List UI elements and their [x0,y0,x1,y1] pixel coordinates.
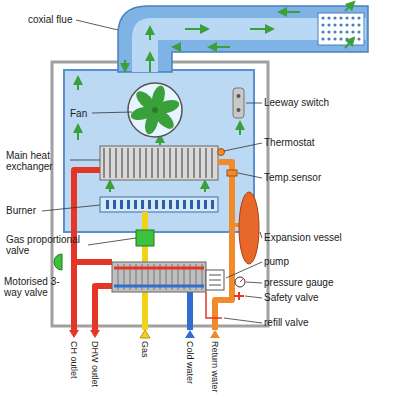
water-pipes [74,162,240,330]
boiler-housing [52,62,268,326]
main-heat-exchanger [100,146,218,180]
temp-sensor [227,170,237,176]
leeway-switch [233,88,244,118]
airflow-arrows [78,4,352,192]
pipe-label: Gas [140,341,150,358]
refill-valve [206,292,222,318]
part-label: refill valve [264,317,308,328]
expansion-vessel [239,192,259,264]
part-label: pump [264,256,289,267]
part-label: Expansion vessel [264,232,342,243]
fan [128,83,182,137]
part-label: Burner [6,205,36,216]
part-label: Main heat exchanger [6,150,70,172]
part-label: Motorised 3-way valve [4,276,64,298]
part-label: Leeway switch [264,97,329,108]
pipe-label: Return water [210,341,220,393]
pipe-label: CH outlet [69,341,79,379]
part-label: Thermostat [264,137,315,148]
pipe-label: DHW outlet [90,341,100,387]
coaxial-flue [118,6,368,72]
motorised-3-way-valve [54,254,62,270]
gas-proportional-valve [136,230,154,246]
part-label: Temp.sensor [264,172,321,183]
burner [100,197,218,212]
plate-heat-exchanger [112,262,206,292]
thermostat [218,149,225,156]
part-label: Fan [70,108,87,119]
pump [206,270,224,290]
part-label: Gas proportional valve [6,234,90,256]
outlet-arrows [69,330,220,338]
leader-lines [42,20,262,323]
part-label: coxial flue [28,14,72,25]
part-label: pressure gauge [264,277,334,288]
pressure-gauge [235,277,245,287]
safety-valve [234,292,244,300]
pipe-label: Cold water [185,341,195,384]
part-label: Safety valve [264,292,318,303]
